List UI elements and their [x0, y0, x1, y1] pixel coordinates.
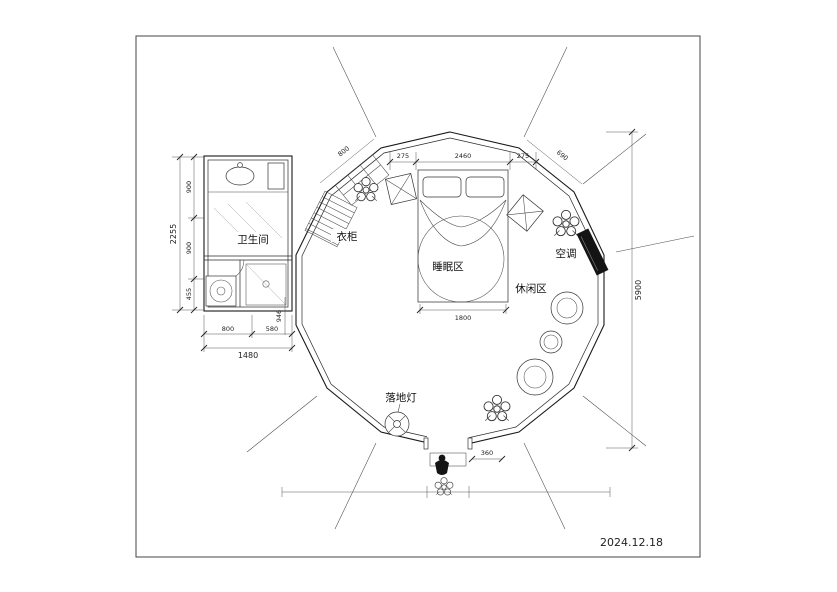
- pillow-right: [465, 176, 505, 198]
- shower-drain: [262, 280, 270, 288]
- dim-top-seg-b: 275: [517, 152, 529, 160]
- dim-bed-width: 1800: [416, 304, 510, 322]
- ray-top-right: [523, 46, 568, 138]
- door-jamb-right: [467, 437, 473, 450]
- faucet: [237, 162, 243, 168]
- bed-rug-circle: [417, 215, 505, 303]
- dim-top: 275 2460 275: [386, 152, 540, 170]
- label-wardrobe: 衣柜: [337, 230, 358, 243]
- bathroom-outer-wall: [203, 155, 293, 312]
- dim-left-total: 2255: [169, 224, 178, 244]
- ray-right: [615, 235, 695, 253]
- dim-bath-width-total: 1480: [238, 351, 258, 360]
- ray-top-left: [332, 46, 377, 138]
- dim-top-seg-mid: 2460: [455, 152, 472, 160]
- entrance-opening: [423, 436, 473, 467]
- dim-left-seg-a: 900: [185, 181, 193, 193]
- dim-left: 2255 900 900 455: [169, 153, 204, 314]
- ray-right-lower: [582, 395, 647, 447]
- dim-entrance: 360: [468, 449, 506, 463]
- chair-top: [550, 291, 584, 325]
- chair-bottom: [516, 358, 554, 396]
- dim-left-seg-b: 900: [185, 242, 193, 254]
- shower-tray: [245, 263, 287, 306]
- dim-diameter-text: 5900: [634, 280, 643, 300]
- ray-left-lower: [246, 395, 318, 453]
- dim-bath-width-a: 800: [222, 325, 234, 333]
- entrance-person: [435, 454, 449, 475]
- blanket-fold: [419, 199, 462, 247]
- label-bathroom: 卫生间: [237, 233, 269, 246]
- bathroom: [203, 155, 293, 312]
- dim-bath-side: 946: [275, 297, 286, 335]
- ray-right-upper: [582, 133, 647, 185]
- label-leisure-area: 休闲区: [515, 282, 547, 295]
- dim-bath-width-b: 580: [266, 325, 278, 333]
- label-sleeping-area: 睡眠区: [432, 260, 464, 273]
- leisure-furniture: [516, 291, 584, 396]
- radial-rays: [246, 46, 695, 530]
- dim-diameter: 5900: [606, 128, 643, 452]
- room-labels: 卫生间 衣柜 睡眠区 休闲区 空调 落地灯: [230, 229, 580, 404]
- date-text: 2024.12.18: [600, 536, 663, 549]
- bathroom-inner-wall: [207, 159, 289, 308]
- dim-top-seg-a: 275: [397, 152, 409, 160]
- dim-bathroom-width: 800 580 1480: [200, 315, 296, 360]
- ray-bottom-right: [523, 442, 566, 530]
- bed: [417, 169, 509, 303]
- sink: [225, 166, 255, 186]
- ground-line: [281, 486, 611, 498]
- dim-left-seg-c: 455: [185, 288, 193, 300]
- pillow-left: [422, 176, 462, 198]
- floor-lamp: [384, 403, 410, 437]
- ray-bottom-left: [334, 442, 377, 530]
- label-ac: 空调: [556, 247, 577, 260]
- dim-bed-width-text: 1800: [455, 314, 472, 322]
- nightstand-left: [384, 172, 418, 206]
- vanity-cabinet: [267, 162, 285, 190]
- ac-unit: [576, 228, 609, 276]
- dim-entrance-text: 360: [481, 449, 493, 457]
- side-table: [539, 330, 563, 354]
- dim-bath-side-text: 946: [275, 310, 283, 322]
- door-jamb-left: [423, 437, 429, 450]
- lamp-leader: [397, 403, 401, 413]
- nightstand-right: [506, 194, 544, 232]
- label-floor-lamp: 落地灯: [385, 391, 417, 404]
- washer: [205, 275, 237, 307]
